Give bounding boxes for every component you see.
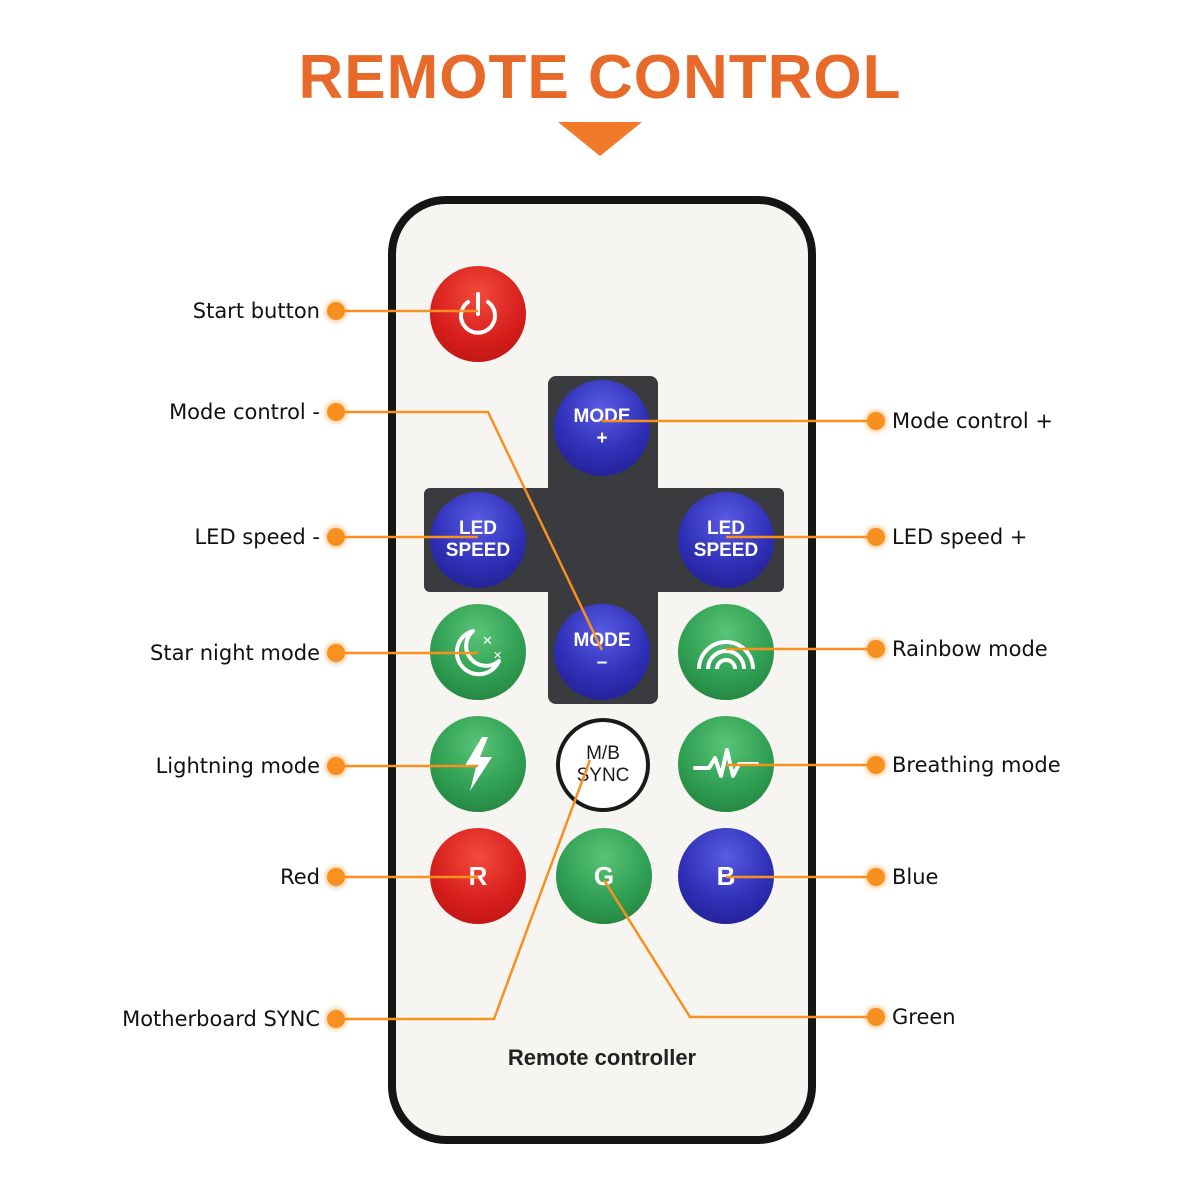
rainbow-button[interactable]: [678, 604, 774, 700]
dot-lightning: [327, 757, 345, 775]
green-button[interactable]: G: [556, 828, 652, 924]
label-breathing: Breathing mode: [892, 753, 1061, 777]
label-rainbow: Rainbow mode: [892, 637, 1048, 661]
dot-breathing: [867, 756, 885, 774]
speed-minus-line1: LED: [459, 518, 497, 539]
svg-text:✕: ✕: [482, 634, 493, 649]
label-star-night: Star night mode: [150, 641, 320, 665]
sync-line1: M/B: [586, 743, 620, 764]
dot-blue: [867, 868, 885, 886]
dot-mode-minus: [327, 403, 345, 421]
rainbow-icon: [697, 640, 755, 670]
label-sync: Motherboard SYNC: [122, 1007, 320, 1031]
red-button-label: R: [468, 860, 488, 891]
dot-red: [327, 868, 345, 886]
label-mode-minus: Mode control -: [169, 400, 320, 424]
speed-plus-line1: LED: [707, 518, 745, 539]
dot-sync: [327, 1010, 345, 1028]
callout-sync: [336, 759, 592, 1021]
dot-green: [867, 1008, 885, 1026]
label-start: Start button: [192, 299, 320, 323]
green-button-label: G: [593, 860, 615, 891]
dot-speed-minus: [327, 528, 345, 546]
label-speed-minus: LED speed -: [194, 525, 320, 549]
label-lightning: Lightning mode: [155, 754, 320, 778]
label-speed-plus: LED speed +: [892, 525, 1028, 549]
mode-minus-line2: –: [596, 652, 608, 673]
dot-speed-plus: [867, 528, 885, 546]
label-red: Red: [280, 865, 320, 889]
dot-mode-plus: [867, 412, 885, 430]
power-button[interactable]: [430, 266, 526, 362]
label-green: Green: [892, 1005, 956, 1029]
label-mode-plus: Mode control +: [892, 409, 1053, 433]
speed-plus-line2: SPEED: [693, 540, 759, 561]
sync-line2: SYNC: [576, 765, 630, 786]
mode-plus-line2: +: [596, 428, 608, 449]
callout-green: [602, 879, 876, 1019]
dot-rainbow: [867, 640, 885, 658]
callout-mode-minus: [336, 410, 604, 651]
remote-caption: Remote controller: [507, 1045, 697, 1070]
down-arrow-icon: [558, 122, 642, 156]
page-title: REMOTE CONTROL: [298, 43, 902, 112]
mode-minus-line1: MODE: [573, 630, 631, 651]
blue-button-label: B: [716, 860, 736, 891]
speed-minus-line2: SPEED: [445, 540, 511, 561]
svg-text:✕: ✕: [493, 649, 502, 662]
dot-start: [327, 302, 345, 320]
label-blue: Blue: [892, 865, 939, 889]
lightning-icon: [464, 737, 492, 791]
lightning-button[interactable]: [430, 716, 526, 812]
sync-button[interactable]: M/B SYNC: [556, 718, 650, 812]
mode-plus-button[interactable]: MODE +: [554, 380, 650, 476]
dot-star-night: [327, 644, 345, 662]
speed-minus-button[interactable]: LED SPEED: [430, 492, 526, 588]
mode-minus-button[interactable]: MODE –: [554, 604, 650, 700]
speed-plus-button[interactable]: LED SPEED: [678, 492, 774, 588]
